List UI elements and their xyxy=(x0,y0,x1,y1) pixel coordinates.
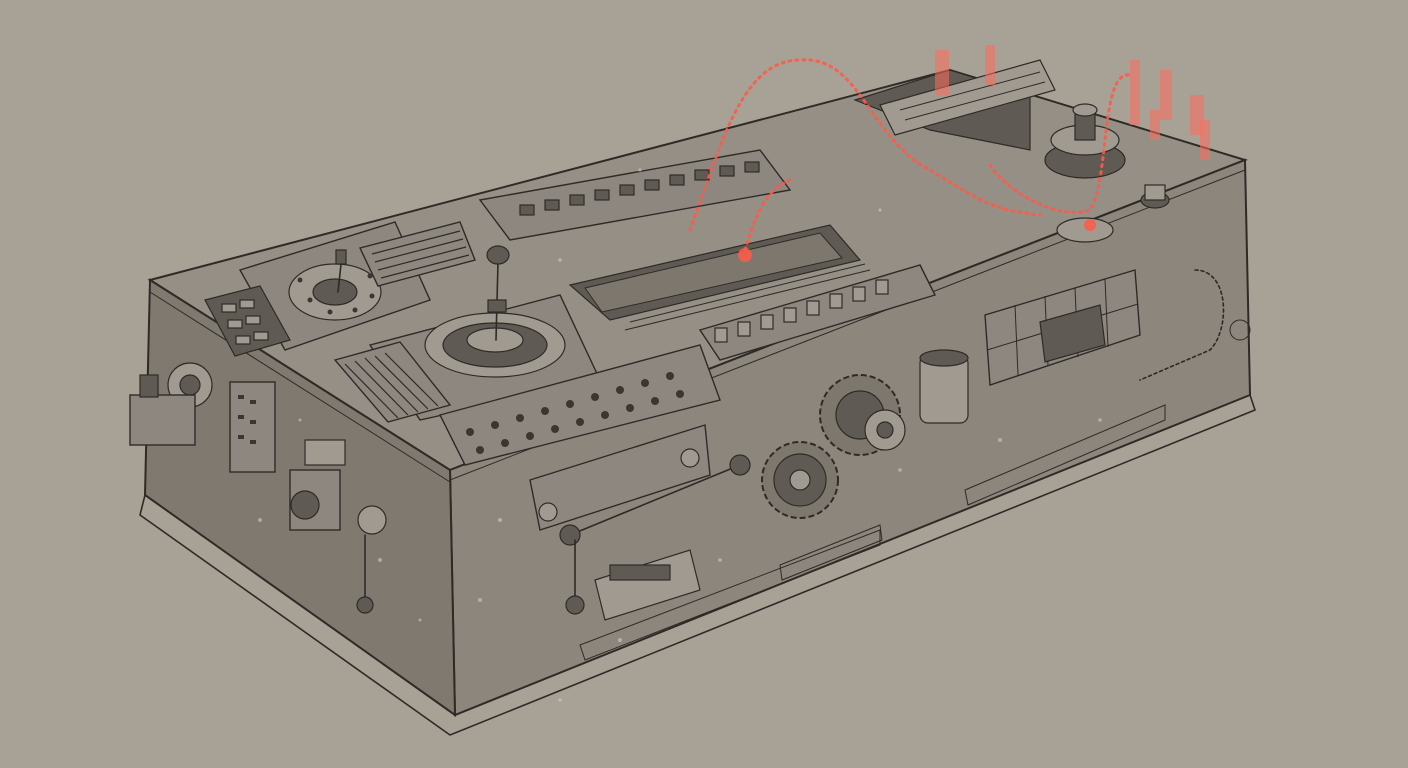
switch-row-middle xyxy=(698,264,936,361)
cylinder-canister xyxy=(919,349,969,424)
slat-keyboard-left xyxy=(333,341,452,423)
left-side-panel xyxy=(229,381,276,473)
front-drawer-slot xyxy=(594,549,701,621)
dial-ticks xyxy=(297,273,375,315)
right-side-chain xyxy=(1139,269,1251,381)
front-latch-panel xyxy=(529,424,711,531)
gear-large xyxy=(761,441,839,519)
key-row-top xyxy=(478,149,792,241)
top-panel-left-buttons xyxy=(204,285,291,357)
dot-panel-front-top xyxy=(438,344,721,466)
right-module-block xyxy=(984,269,1141,386)
gear-upper xyxy=(819,374,906,456)
speckle-texture xyxy=(258,168,1102,702)
left-knob-cluster xyxy=(129,362,213,446)
front-slot-rails xyxy=(579,404,1166,661)
front-lever-arm xyxy=(559,454,751,615)
glow-traces xyxy=(688,45,1210,262)
top-panel-grille xyxy=(359,221,476,287)
glow-trace-icon xyxy=(688,58,1042,232)
left-latch-assembly xyxy=(289,439,387,614)
top-rear-rail xyxy=(853,59,1056,151)
